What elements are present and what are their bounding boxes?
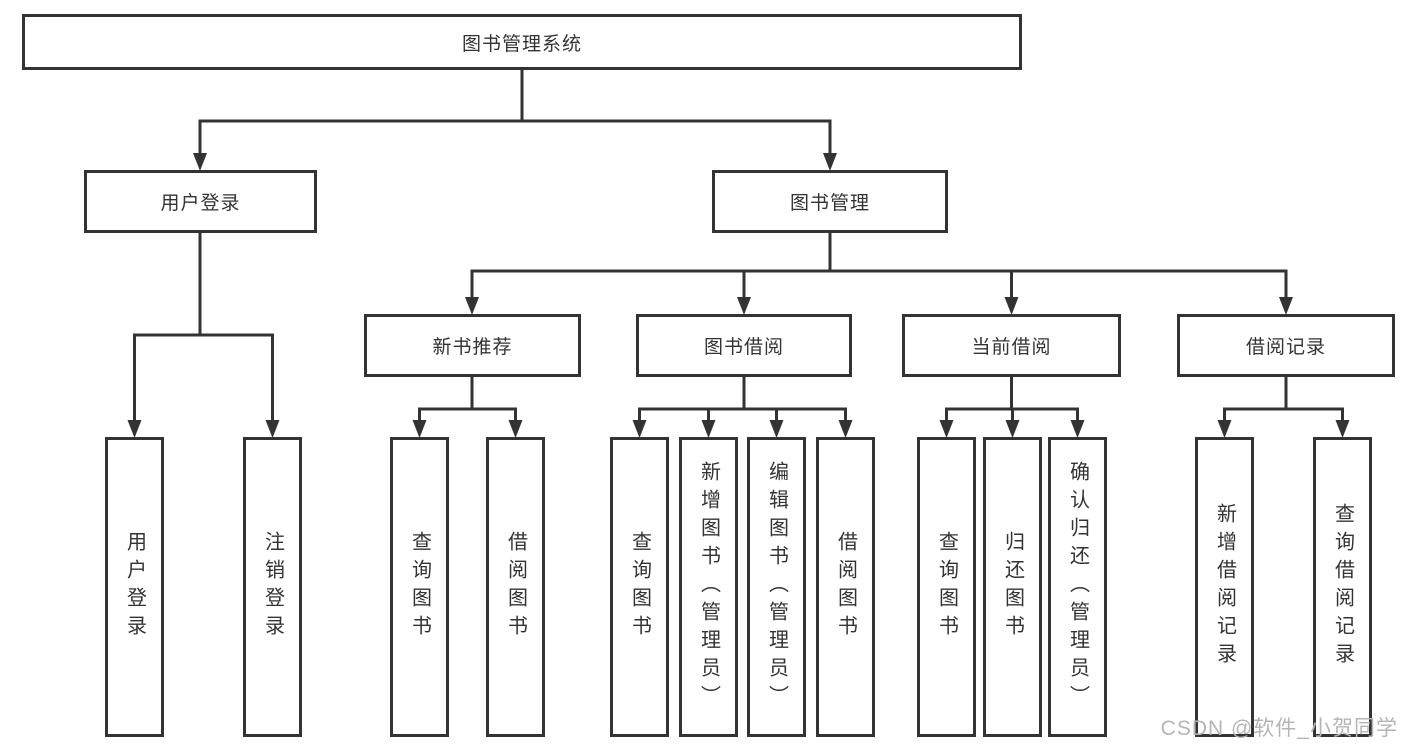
leaf-borrow-books-1: 借阅图书 [486,437,545,737]
connector-borrow-records-to-leaves [1223,375,1344,426]
node-root: 图书管理系统 [22,14,1022,70]
node-current-borrow: 当前借阅 [902,314,1121,377]
leaf-add-book-admin: 新增图书（管理员） [679,437,738,737]
leaf-add-borrow-record: 新增借阅记录 [1195,437,1254,737]
leaf-query-books-1: 查询图书 [390,437,449,737]
node-user-login: 用户登录 [84,170,317,233]
connector-user-login-to-leaves [133,231,274,426]
leaf-confirm-return-admin: 确认归还（管理员） [1048,437,1107,737]
watermark: CSDN @软件_小贺同学 [1160,717,1398,740]
connector-book-management-to-level3 [470,231,1288,303]
leaf-logout: 注销登录 [243,437,302,737]
connector-current-borrow-to-leaves [945,375,1079,426]
leaf-edit-book-admin: 编辑图书（管理员） [747,437,806,737]
leaf-return-books: 归还图书 [983,437,1042,737]
leaf-query-books-3: 查询图书 [917,437,976,737]
leaf-query-books-2: 查询图书 [610,437,669,737]
connector-root-to-level2 [198,68,832,158]
arrowheads [127,153,1350,438]
leaf-query-borrow-record: 查询借阅记录 [1313,437,1372,737]
leaf-borrow-books-2: 借阅图书 [816,437,875,737]
node-book-management: 图书管理 [712,170,948,233]
connector-book-borrow-to-leaves [638,375,847,426]
connector-new-book-recommend-to-leaves [418,375,517,426]
node-new-book-recommend: 新书推荐 [364,314,581,377]
node-book-borrow: 图书借阅 [636,314,852,377]
leaf-user-login: 用户登录 [105,437,164,737]
node-borrow-records: 借阅记录 [1177,314,1395,377]
